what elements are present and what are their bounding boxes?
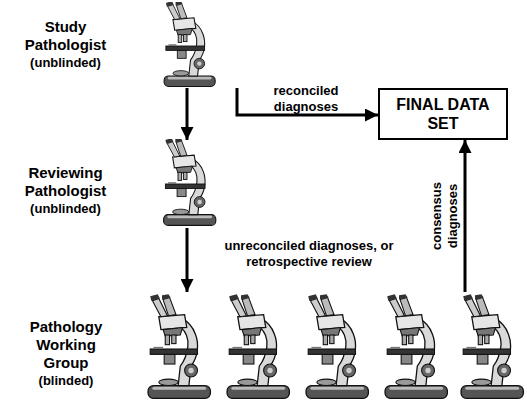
data-set-box: FINAL DATA SET bbox=[378, 88, 508, 140]
role-status: (blinded) bbox=[18, 372, 114, 390]
box-title: FINAL DATA SET bbox=[388, 95, 498, 133]
flow-arrow bbox=[186, 88, 189, 140]
role-group: Pathology Working Group(blinded) bbox=[0, 292, 527, 410]
role-group: Reviewing Pathologist(unblinded) bbox=[0, 140, 237, 228]
role-group: Study Pathologist(unblinded) bbox=[0, 5, 237, 88]
flow-arrow bbox=[464, 140, 467, 292]
microscope-illustration bbox=[461, 294, 523, 398]
role-label: Reviewing Pathologist(unblinded) bbox=[8, 164, 123, 218]
microscope-illustration bbox=[227, 294, 289, 398]
microscope-illustration bbox=[164, 1, 215, 86]
flow-arrow bbox=[186, 228, 189, 292]
role-title: Study Pathologist bbox=[8, 18, 123, 54]
flow-label: unreconciled diagnoses, or retrospective… bbox=[220, 238, 398, 270]
flow-label: reconciled diagnoses bbox=[250, 83, 362, 115]
microscope-illustration bbox=[148, 294, 210, 398]
microscope-illustration bbox=[164, 138, 216, 225]
role-label: Pathology Working Group(blinded) bbox=[18, 318, 114, 390]
role-label: Study Pathologist(unblinded) bbox=[8, 18, 123, 72]
flow-label: consensus diagnoses bbox=[429, 170, 461, 262]
role-title: Reviewing Pathologist bbox=[8, 164, 123, 200]
role-title: Pathology Working Group bbox=[18, 318, 114, 372]
microscope-illustration bbox=[306, 294, 368, 398]
role-status: (unblinded) bbox=[8, 200, 123, 218]
role-status: (unblinded) bbox=[8, 54, 123, 72]
microscope-illustration bbox=[385, 294, 447, 398]
